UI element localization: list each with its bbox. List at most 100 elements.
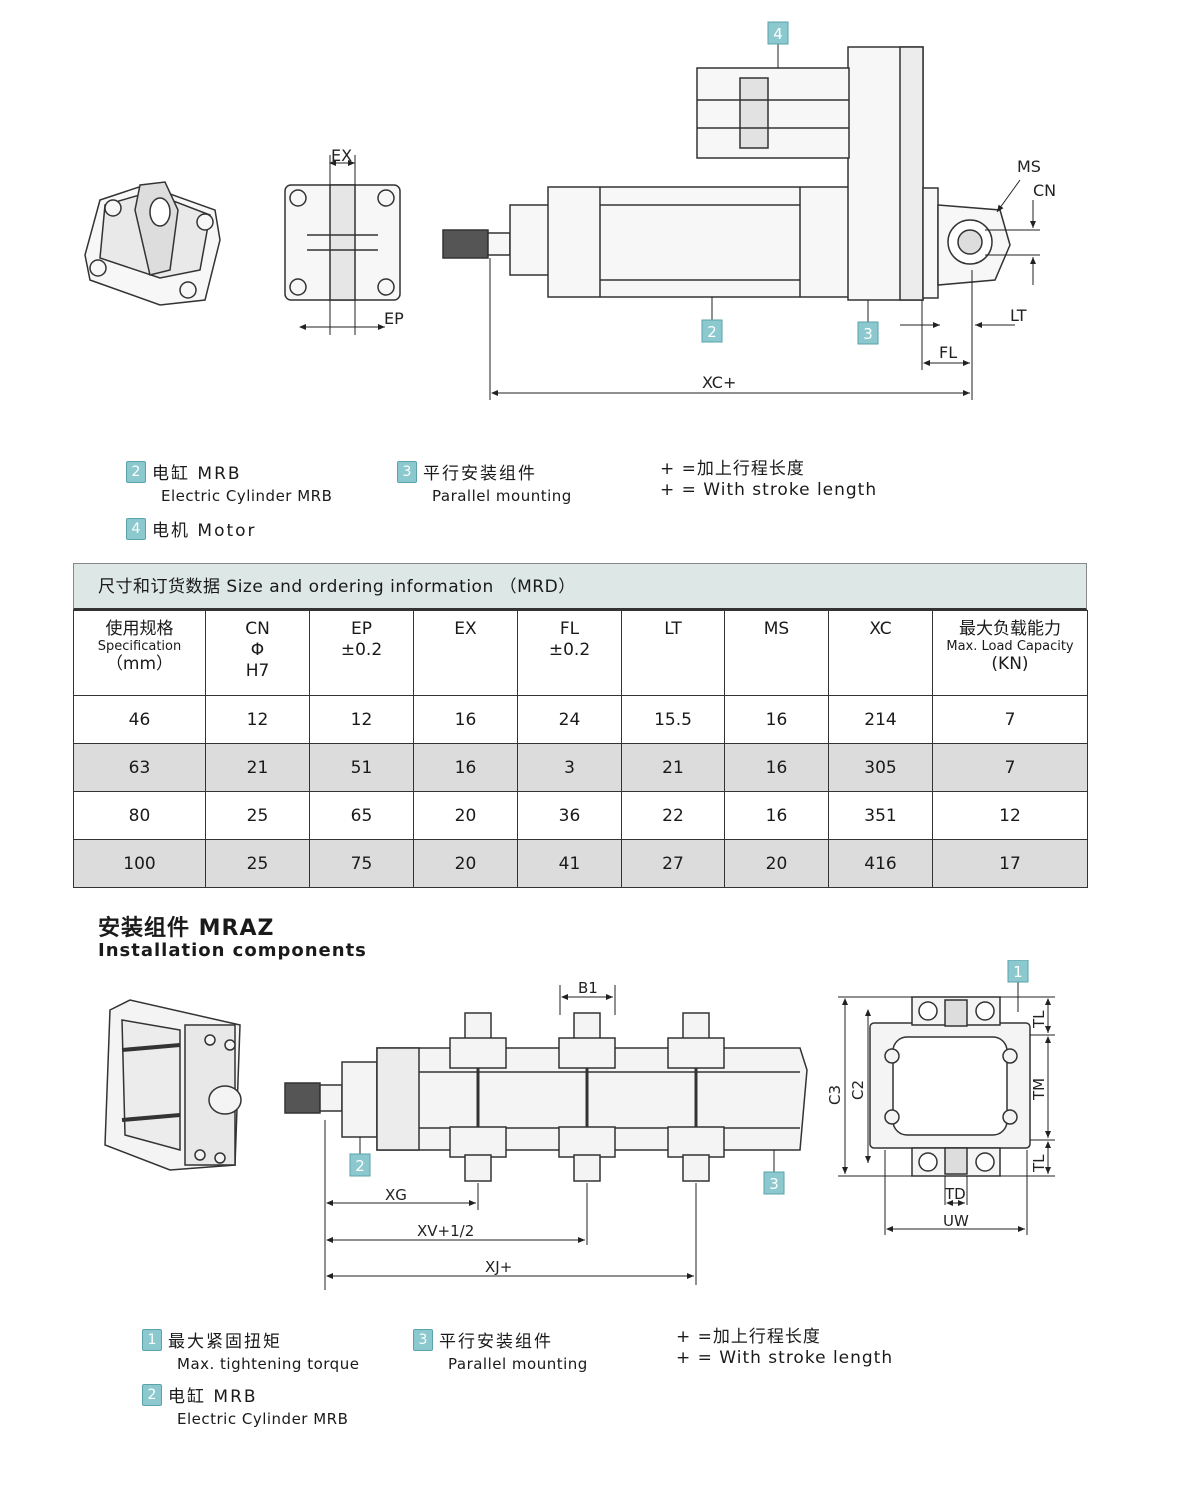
callout-1: 1 <box>1007 960 1029 983</box>
section-subtitle: Installation components <box>98 940 367 961</box>
cell: 16 <box>724 695 829 744</box>
legend-cn: 电机 Motor <box>152 521 257 541</box>
cell: 17 <box>932 839 1088 888</box>
dim-xc: XC+ <box>702 373 736 392</box>
badge-2: 2 <box>126 460 146 483</box>
dim-cn: CN <box>1033 181 1056 200</box>
cell: 3 <box>517 743 622 792</box>
table-title: 尺寸和订货数据 Size and ordering information （M… <box>73 563 1087 610</box>
cell: 21 <box>621 743 725 792</box>
legend-en: Parallel mounting <box>448 1355 588 1373</box>
cell: 27 <box>621 839 725 888</box>
cell: 41 <box>517 839 622 888</box>
svg-text:4: 4 <box>773 25 783 43</box>
cell: 12 <box>205 695 310 744</box>
dim-xj: XJ+ <box>485 1258 512 1276</box>
dim-tl-top: TL <box>1030 1010 1048 1029</box>
cell: 416 <box>828 839 933 888</box>
dim-c3: C3 <box>826 1085 844 1105</box>
dim-uw: UW <box>943 1212 969 1230</box>
dim-ep: EP <box>384 309 404 328</box>
svg-text:2: 2 <box>355 1157 365 1175</box>
cell: 20 <box>724 839 829 888</box>
dim-c2: C2 <box>849 1080 867 1100</box>
cell: 15.5 <box>621 695 725 744</box>
cell: 20 <box>413 791 518 840</box>
svg-text:1: 1 <box>1013 963 1023 981</box>
cylinder-side-view <box>442 46 1011 301</box>
cell: 25 <box>205 839 310 888</box>
mount-end-view <box>869 996 1031 1177</box>
cell: 214 <box>828 695 933 744</box>
cell: 12 <box>932 791 1088 840</box>
dim-td: TD <box>944 1185 966 1203</box>
cell: 16 <box>413 743 518 792</box>
header-ms: MS <box>724 610 829 696</box>
section-title: 安装组件 MRAZ <box>98 916 275 941</box>
stroke-note: + =加上行程长度 + = With stroke length <box>660 459 877 501</box>
dim-lt: LT <box>1010 306 1027 325</box>
top-technical-drawing: EX EP MS CN LT FL XC+ 4 2 3 <box>84 21 1056 400</box>
callout-3: 3 <box>763 1171 785 1195</box>
cell: 305 <box>828 743 933 792</box>
cell: 46 <box>73 695 206 744</box>
legend-cn: 平行安装组件 <box>423 464 537 484</box>
cell: 351 <box>828 791 933 840</box>
dim-fl: FL <box>939 343 957 362</box>
cell: 22 <box>621 791 725 840</box>
clevis-bracket-iso <box>84 181 221 306</box>
stroke-note-bottom: + =加上行程长度 + = With stroke length <box>676 1327 893 1369</box>
cell: 75 <box>309 839 414 888</box>
callout-4: 4 <box>767 21 789 45</box>
mounting-kit-iso <box>104 999 242 1171</box>
callout-3: 3 <box>857 321 879 345</box>
cell: 12 <box>309 695 414 744</box>
svg-text:3: 3 <box>863 325 873 343</box>
legend-cn: 平行安装组件 <box>439 1332 553 1352</box>
bottom-technical-drawing: B1 XG XV+1/2 XJ+ C3 C2 TL TM TL TD UW 1 … <box>104 960 1055 1290</box>
cell: 16 <box>724 743 829 792</box>
cell: 36 <box>517 791 622 840</box>
cell: 16 <box>724 791 829 840</box>
dim-b1: B1 <box>578 979 598 997</box>
callout-2: 2 <box>349 1153 371 1177</box>
stroke-note-en: + = With stroke length <box>660 480 878 500</box>
cylinder-with-mounts <box>284 1012 808 1182</box>
dim-xg: XG <box>385 1186 407 1204</box>
callout-2: 2 <box>701 319 723 343</box>
badge-4: 4 <box>126 517 146 540</box>
dim-tl-bottom: TL <box>1030 1154 1048 1173</box>
cell: 25 <box>205 791 310 840</box>
legend-en: Parallel mounting <box>432 487 572 505</box>
cell: 80 <box>73 791 206 840</box>
legend-item-4: 4 电机 Motor <box>126 516 257 541</box>
header-lt: LT <box>621 610 725 696</box>
cell: 24 <box>517 695 622 744</box>
cell: 16 <box>413 695 518 744</box>
legend-en: Electric Cylinder MRB <box>177 1410 349 1428</box>
cell: 51 <box>309 743 414 792</box>
header-ex: EX <box>413 610 518 696</box>
badge-3: 3 <box>397 460 417 483</box>
cell: 65 <box>309 791 414 840</box>
cell: 20 <box>413 839 518 888</box>
header-xc: XC <box>828 610 933 696</box>
badge-3: 3 <box>413 1328 433 1351</box>
cell: 7 <box>932 695 1088 744</box>
cell: 21 <box>205 743 310 792</box>
badge-2: 2 <box>142 1383 162 1406</box>
header-fl: FL±0.2 <box>517 610 622 696</box>
legend-cn: 最大紧固扭矩 <box>168 1332 282 1352</box>
svg-text:3: 3 <box>769 1175 779 1193</box>
